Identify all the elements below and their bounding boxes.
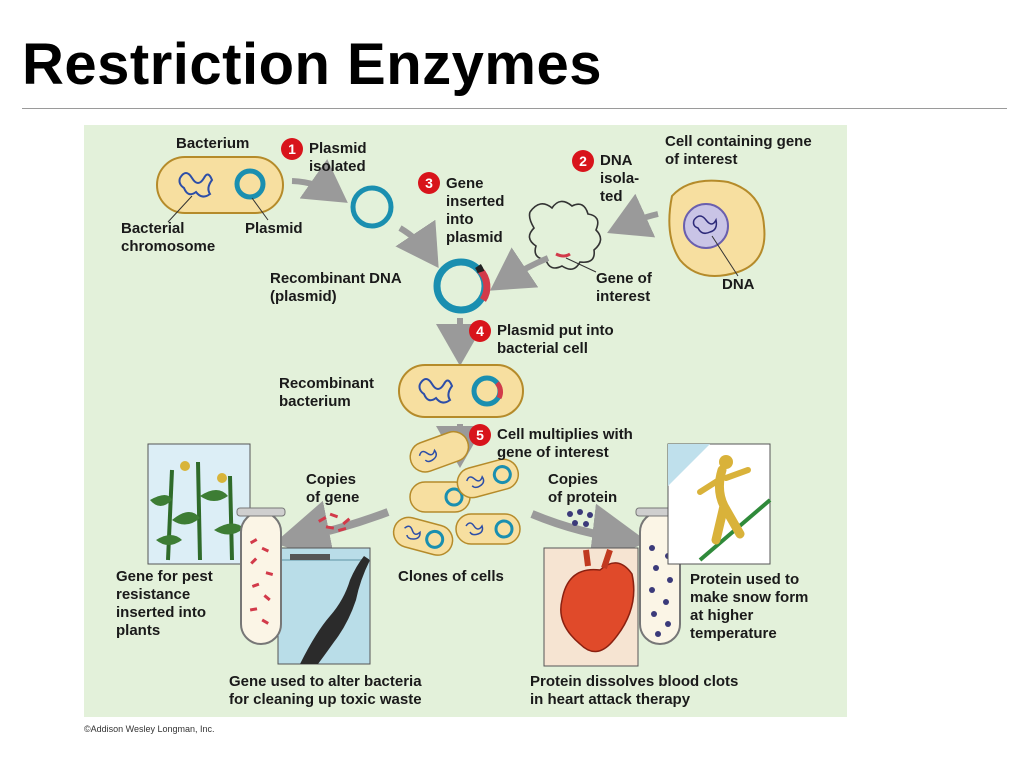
corn-plants-image	[147, 443, 251, 565]
arrow-step-1	[291, 159, 348, 203]
image-credit: ©Addison Wesley Longman, Inc.	[84, 724, 215, 734]
protein-copies	[567, 509, 593, 527]
label-protein-blood-clots: Protein dissolves blood clots in heart a…	[530, 673, 739, 708]
clone-cells	[392, 430, 521, 556]
label-clones-of-cells: Clones of cells	[398, 568, 504, 585]
label-gene-of-interest: Gene of interest	[596, 270, 652, 305]
label-bacterium: Bacterium	[176, 135, 250, 152]
pointer-gene-of-interest	[565, 257, 597, 273]
gene-copies	[318, 512, 351, 532]
label-gene-toxic-waste: Gene used to alter bacteria for cleaning…	[229, 673, 422, 708]
label-copies-of-protein: Copies of protein	[548, 471, 618, 506]
step-2-badge: 2	[572, 150, 594, 172]
donor-cell	[668, 179, 766, 277]
gene-segment-dna	[555, 252, 571, 258]
label-cell-containing-gene: Cell containing gene of interest	[665, 133, 812, 168]
bacterium-cell	[156, 156, 284, 214]
label-copies-of-gene: Copies of gene	[306, 471, 360, 506]
step-3-badge: 3	[418, 172, 440, 194]
recombinant-bacterium-cell	[398, 364, 524, 418]
label-recombinant-bacterium: Recombinant bacterium	[279, 375, 375, 410]
heart-image	[543, 547, 639, 667]
skier-image	[667, 443, 772, 565]
recombinant-plasmid	[433, 258, 491, 314]
pointer-chromosome	[167, 195, 193, 223]
toxic-waste-image	[277, 547, 371, 665]
step-5-badge: 5	[469, 424, 491, 446]
step-1-badge: 1	[281, 138, 303, 160]
step-4-text: Plasmid put into bacterial cell	[497, 322, 614, 357]
pointer-dna	[711, 235, 739, 277]
pointer-plasmid	[251, 197, 269, 221]
label-gene-pest-resistance: Gene for pest resistance inserted into p…	[116, 568, 213, 639]
slide-title: Restriction Enzymes	[22, 32, 603, 97]
arrow-to-gene-copies	[274, 500, 390, 564]
step-4-badge: 4	[469, 320, 491, 342]
step-2-text: DNA isola- ted	[600, 152, 640, 205]
isolated-plasmid	[350, 185, 394, 229]
gene-test-tube	[236, 507, 286, 645]
label-dna: DNA	[722, 276, 755, 293]
label-recombinant-dna: Recombinant DNA (plasmid)	[270, 270, 402, 305]
label-protein-snow: Protein used to make snow form at higher…	[690, 571, 809, 642]
step-3-text: Gene inserted into plasmid	[446, 175, 505, 246]
arrow-to-protein-copies	[530, 503, 648, 568]
step-5-text: Cell multiplies with gene of interest	[497, 426, 633, 461]
step-1-text: Plasmid isolated	[309, 140, 367, 175]
label-bacterial-chromosome: Bacterial chromosome	[121, 220, 216, 255]
arrow-plasmid-to-recombinant	[395, 219, 439, 268]
isolated-dna	[528, 200, 602, 270]
title-divider	[22, 108, 1007, 109]
label-plasmid: Plasmid	[245, 220, 303, 237]
arrow-step-2	[607, 193, 659, 238]
arrow-gene-to-recombinant	[490, 247, 550, 291]
